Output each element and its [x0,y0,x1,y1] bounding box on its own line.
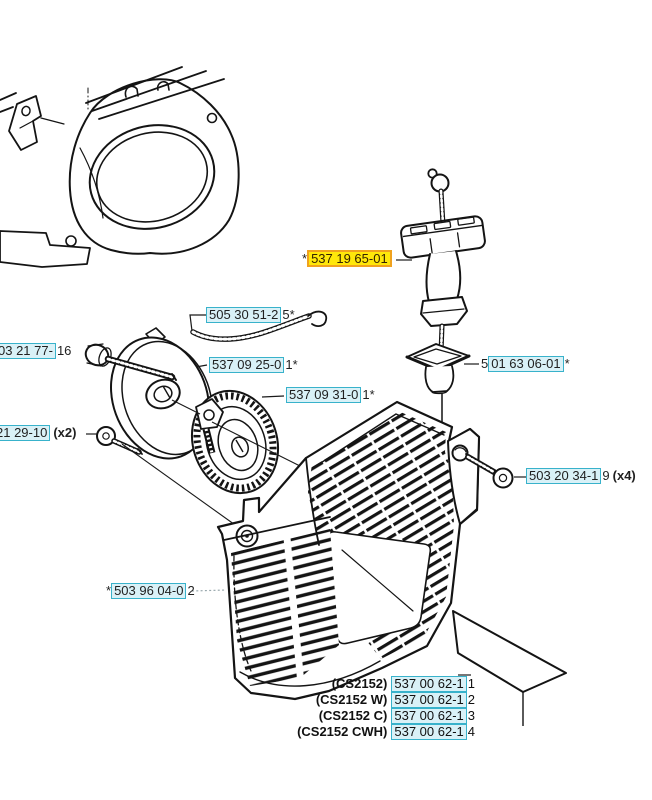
model-name: (CS2152 C) [318,708,388,723]
part-number-link[interactable]: 505 30 51-2 [206,307,282,323]
part-number-link[interactable]: 03 21 77- [0,343,56,359]
rewind-assembly-drawing [190,389,280,495]
part-number-link[interactable]: 503 20 34-1 [526,468,602,484]
callout-prefix: 5 [481,356,489,371]
part-number-link[interactable]: 537 00 62-1 [391,724,467,740]
callout-suffix: 2 [467,692,475,707]
part-number-link[interactable]: 537 09 31-0 [286,387,362,403]
callout-suffix: 9 [602,468,610,483]
callout-quantity: (x2) [53,425,77,440]
callout-suffix: 5* [282,307,295,322]
model-name: (CS2152) [331,676,388,691]
decal-plate-drawing [452,610,567,726]
callout-suffix: 1* [285,357,298,372]
rope-guide-funnel-drawing [405,343,471,432]
callout-537-19-65-01: *537 19 65-01 [302,250,393,267]
starter-housing-drawing [216,400,481,701]
callout-suffix: 2 [187,583,195,598]
callout-suffix: 4 [467,724,475,739]
part-number-link[interactable]: 21 29-10 [0,425,51,441]
rewind-spring-wire-drawing [190,310,328,342]
callout-21-29-10: 21 29-10(x2) [0,425,76,441]
screw-x4-drawing [465,453,514,489]
part-number-link-highlighted[interactable]: 537 19 65-01 [307,250,392,267]
model-name: (CS2152 CWH) [297,724,388,739]
starter-handle-drawing [400,168,486,355]
screw-x2-drawing [96,426,143,455]
hex-bolt-drawing [84,343,177,381]
callout-prefix: * [302,251,308,266]
crankcase-drawing [0,66,240,268]
callout-suffix: 1* [362,387,375,402]
callout-suffix: 3 [467,708,475,723]
callout-suffix: 1 [467,676,475,691]
part-number-link[interactable]: 503 96 04-0 [111,583,187,599]
callout-03-21-77-16: 03 21 77-16 [0,343,71,359]
callout-suffix: * [564,356,570,371]
part-number-link[interactable]: 537 00 62-1 [391,676,467,692]
callout-prefix: * [106,583,112,598]
callout-suffix: 16 [56,343,72,358]
part-number-link[interactable]: 537 00 62-1 [391,692,467,708]
callout-quantity: (x4) [612,468,636,483]
part-number-link[interactable]: 537 09 25-0 [209,357,285,373]
model-name: (CS2152 W) [315,692,388,707]
callout-leader-lines [86,259,526,676]
part-number-link[interactable]: 537 00 62-1 [391,708,467,724]
part-number-link[interactable]: 01 63 06-01 [488,356,564,372]
